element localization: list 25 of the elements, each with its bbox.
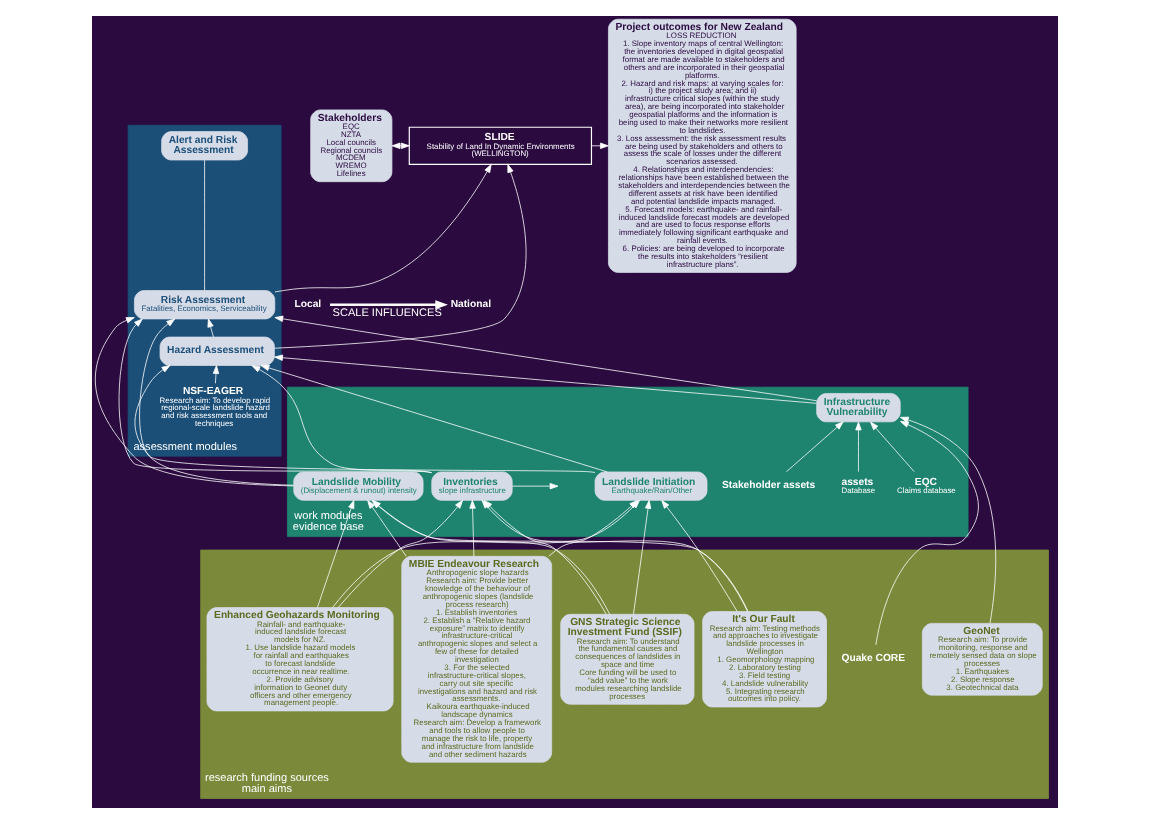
arrow — [260, 364, 608, 473]
arrow — [511, 483, 559, 490]
arrow — [367, 500, 407, 557]
arrow — [94, 317, 294, 487]
arrow — [139, 318, 596, 473]
arrow — [661, 500, 738, 612]
arrow — [274, 164, 492, 293]
arrow — [274, 315, 817, 402]
arrow — [591, 142, 609, 149]
arrow — [900, 416, 997, 624]
arrow — [337, 500, 463, 608]
arrow — [785, 421, 844, 473]
arrow — [317, 500, 355, 608]
connector — [204, 159, 205, 291]
arrow — [207, 318, 214, 338]
arrow — [274, 164, 527, 349]
arrow — [134, 365, 294, 486]
arrow — [855, 421, 862, 472]
arrow — [870, 421, 915, 472]
arrow — [274, 354, 817, 404]
arrow — [330, 300, 448, 310]
arrow — [212, 365, 220, 384]
arrow — [875, 421, 979, 646]
arrow — [469, 500, 476, 557]
arrow — [118, 318, 433, 474]
